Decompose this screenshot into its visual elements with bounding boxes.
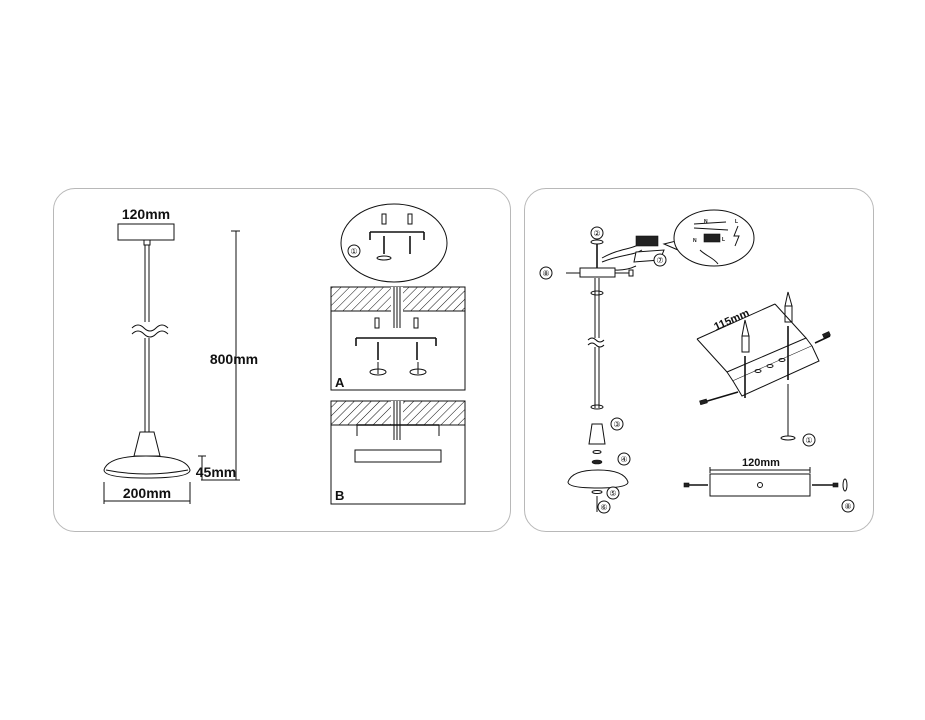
step-7-marker [653,253,667,267]
plate-width-label: 120mm [742,457,780,469]
inset-a-label: A [335,375,345,390]
step-7-number: ⑦ [656,256,663,265]
cable-length-dimension [198,230,240,481]
wiring-detail [693,221,740,265]
step-1-bracket-number: ① [805,436,812,445]
inset-b-label: B [335,488,344,503]
step-2-number: ② [593,229,600,238]
step-8-bottom-number: ⑧ [844,502,851,511]
lamp-holder [133,431,161,457]
bracket-length-dimension [696,303,807,373]
canopy-cable-clamp [143,239,151,246]
step-3-number: ③ [613,420,620,429]
step-8-bottom-marker [841,499,855,513]
shade-width-label: 200mm [123,485,171,501]
step-1-bracket-marker [802,433,816,447]
step-8-left-marker [539,266,553,280]
angled-bracket-detail [699,291,831,441]
mounting-bracket-side [579,267,616,278]
wire-live-top: L [735,219,738,225]
exploded-assembly [567,239,629,512]
step-3-marker [610,417,624,431]
wire-live-mid: L [722,237,725,243]
step-5-marker [606,486,620,500]
bracket-side-screws [566,269,634,277]
wire-neutral-mid: N [693,238,697,244]
step-1-number: ① [350,247,357,256]
step-8-left-number: ⑧ [542,269,549,278]
step-4-number: ④ [620,455,627,464]
shade-width-dimension [103,482,191,504]
suspension-cable [131,245,169,432]
step-2-marker [590,226,604,240]
step-5-number: ⑤ [609,489,616,498]
canopy-width-label: 120mm [122,206,170,222]
terminal-block [635,235,659,247]
shade-height-label: 45mm [196,464,236,480]
shade-exploded [567,469,629,489]
detail-circle-step-1 [340,203,448,283]
anchor-pair-top [369,213,425,261]
step-6-marker [597,500,611,514]
lamp-holder-exploded [588,423,606,445]
inset-a [330,286,466,391]
step-6-number: ⑥ [600,503,607,512]
mounting-plate-top [683,467,848,497]
step-1-marker [347,244,361,258]
cable-length-label: 800mm [210,351,258,367]
wire-neutral-top: N [704,219,708,225]
inset-b [330,400,466,505]
step-4-marker [617,452,631,466]
mounting-plate-front [354,449,442,463]
